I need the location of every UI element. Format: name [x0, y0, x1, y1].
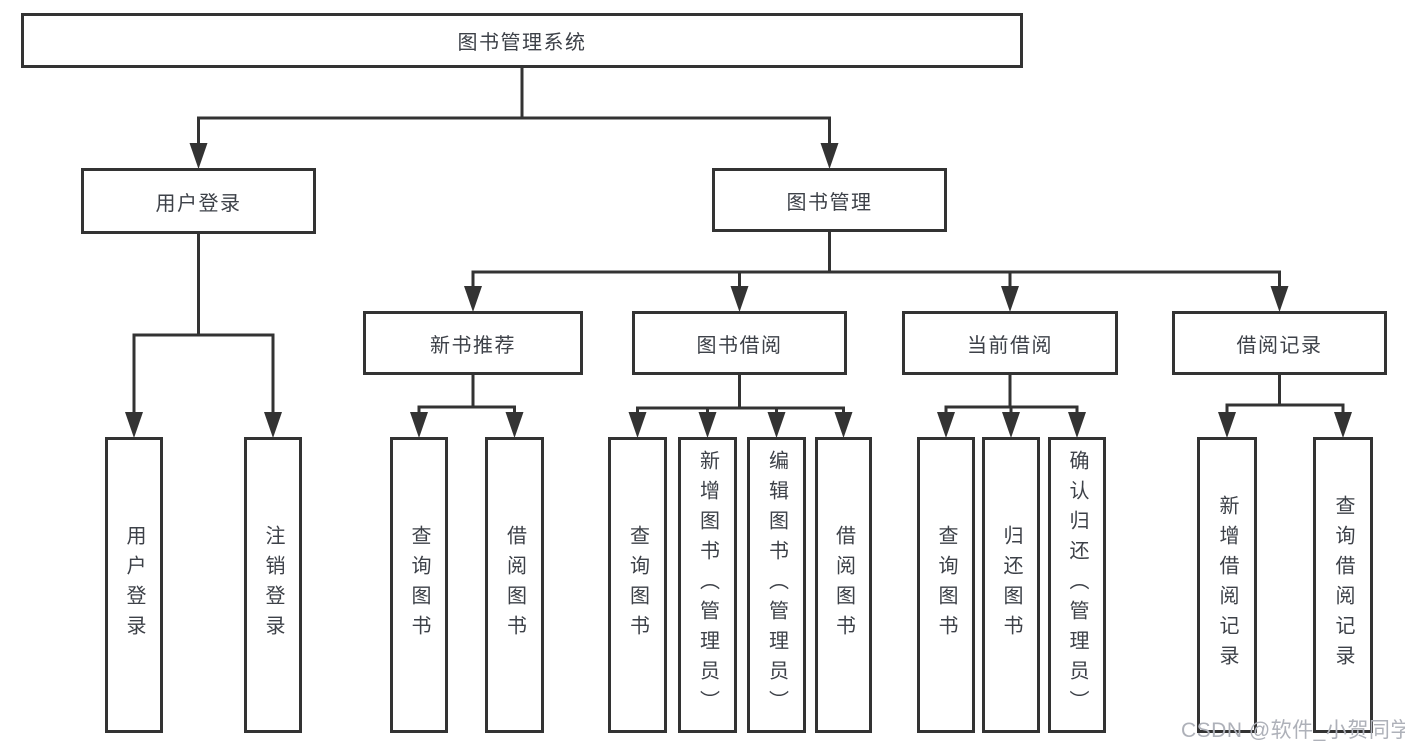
- node-leaf-user-login: 用户登录: [105, 437, 163, 733]
- arrowhead-down-icon: [820, 143, 839, 169]
- arrowhead-down-icon: [1218, 412, 1236, 438]
- node-label-leaf-cb-query: 查询图书: [935, 525, 957, 645]
- arrowhead-down-icon: [1068, 412, 1086, 438]
- node-leaf-bb-edit: 编辑图书（管理员）: [747, 437, 806, 733]
- node-label-leaf-bb-add: 新增图书（管理员）: [696, 450, 719, 720]
- node-label-user-login: 用户登录: [155, 192, 242, 215]
- node-label-leaf-br-query: 查询借阅记录: [1332, 495, 1354, 675]
- arrowhead-down-icon: [464, 286, 482, 312]
- node-leaf-br-add: 新增借阅记录: [1197, 437, 1257, 733]
- node-label-leaf-new-borrow: 借阅图书: [503, 525, 526, 645]
- node-label-current-borrow: 当前借阅: [967, 334, 1053, 357]
- arrowhead-down-icon: [698, 412, 717, 438]
- node-leaf-bb-query: 查询图书: [608, 437, 667, 733]
- node-label-leaf-cb-return: 归还图书: [1000, 525, 1022, 645]
- node-label-borrow-records: 借阅记录: [1236, 334, 1323, 357]
- arrowhead-down-icon: [410, 412, 428, 438]
- arrowhead-down-icon: [1334, 412, 1352, 438]
- node-label-leaf-bb-query: 查询图书: [626, 525, 649, 645]
- arrowhead-down-icon: [628, 412, 647, 438]
- arrowhead-down-icon: [264, 412, 282, 438]
- node-leaf-br-query: 查询借阅记录: [1313, 437, 1373, 733]
- node-book-mgmt: 图书管理: [712, 168, 947, 232]
- node-label-leaf-cb-confirm: 确认归还（管理员）: [1066, 450, 1088, 720]
- node-new-books: 新书推荐: [363, 311, 583, 375]
- node-leaf-new-borrow: 借阅图书: [485, 437, 544, 733]
- arrowhead-down-icon: [730, 286, 749, 312]
- arrowhead-down-icon: [937, 412, 955, 438]
- node-user-login: 用户登录: [81, 168, 316, 234]
- arrowhead-down-icon: [834, 412, 853, 438]
- node-leaf-logout: 注销登录: [244, 437, 302, 733]
- node-label-leaf-bb-borrow: 借阅图书: [832, 525, 855, 645]
- arrowhead-down-icon: [189, 143, 208, 169]
- arrowhead-down-icon: [125, 412, 143, 438]
- node-label-new-books: 新书推荐: [430, 334, 516, 357]
- node-borrow-records: 借阅记录: [1172, 311, 1387, 375]
- node-leaf-bb-add: 新增图书（管理员）: [678, 437, 737, 733]
- node-label-leaf-br-add: 新增借阅记录: [1216, 495, 1238, 675]
- node-label-root: 图书管理系统: [457, 32, 587, 54]
- node-label-leaf-new-query: 查询图书: [408, 525, 430, 645]
- node-current-borrow: 当前借阅: [902, 311, 1118, 375]
- node-label-leaf-user-login: 用户登录: [123, 525, 145, 645]
- arrowhead-down-icon: [1001, 286, 1019, 312]
- node-label-leaf-logout: 注销登录: [262, 525, 284, 645]
- arrowhead-down-icon: [505, 412, 524, 438]
- node-leaf-cb-confirm: 确认归还（管理员）: [1048, 437, 1106, 733]
- node-leaf-cb-query: 查询图书: [917, 437, 975, 733]
- node-label-book-borrow: 图书借阅: [696, 334, 783, 357]
- node-label-book-mgmt: 图书管理: [786, 191, 873, 214]
- node-leaf-bb-borrow: 借阅图书: [815, 437, 872, 733]
- arrowhead-down-icon: [1270, 286, 1289, 312]
- node-leaf-cb-return: 归还图书: [982, 437, 1040, 733]
- node-label-leaf-bb-edit: 编辑图书（管理员）: [765, 450, 788, 720]
- watermark-text: CSDN @软件_小贺同学: [1181, 719, 1405, 742]
- arrowhead-down-icon: [767, 412, 786, 438]
- node-leaf-new-query: 查询图书: [390, 437, 448, 733]
- arrowhead-down-icon: [1002, 412, 1020, 438]
- node-root: 图书管理系统: [21, 13, 1023, 68]
- node-book-borrow: 图书借阅: [632, 311, 847, 375]
